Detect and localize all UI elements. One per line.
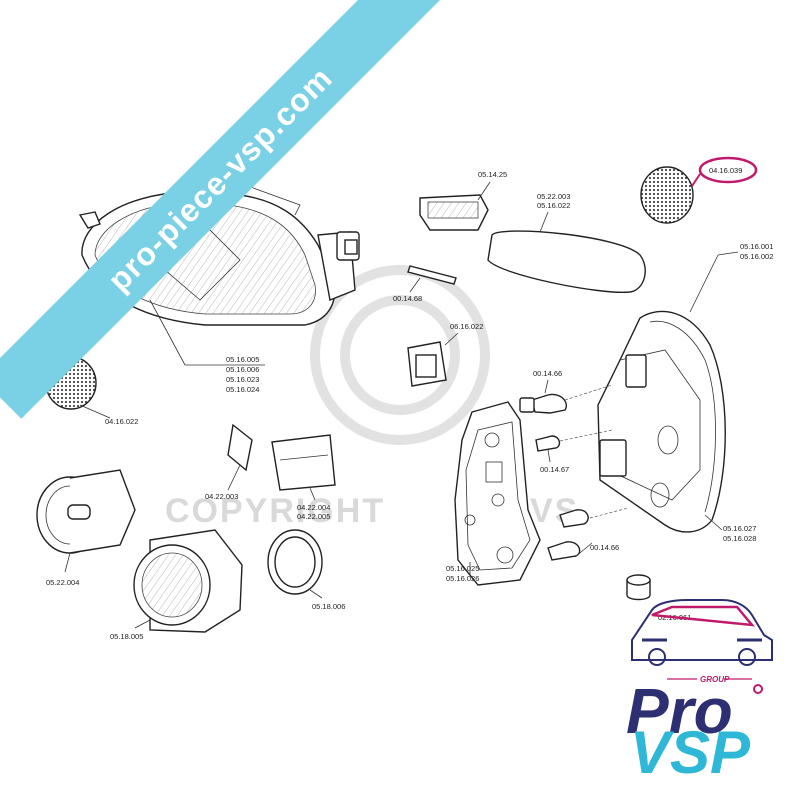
tail-lamp-lower-label-1: 05.16.027	[723, 524, 756, 533]
fog-light-large: 05.18.005	[110, 529, 243, 641]
fog-light-small: 05.22.004	[36, 469, 136, 587]
copyright-text: COPYRIGHT	[165, 492, 385, 530]
headlamp-label-2: 05.16.006	[226, 365, 259, 374]
seal-ring-label: 05.18.006	[312, 602, 345, 611]
bulb-holder: 05.16.025 05.16.026	[446, 401, 541, 586]
bulb-mid: 00.14.67	[535, 429, 613, 474]
pin: 00.14.68	[393, 265, 457, 303]
bracket-right: 04.22.004 04.22.005	[271, 434, 336, 521]
headlamp-label-1: 05.16.005	[226, 355, 259, 364]
car-icon	[631, 599, 773, 666]
logo-group-text: GROUP	[700, 675, 730, 684]
bulb-top: 00.14.66	[519, 369, 613, 414]
third-brake-lens: 05.22.003 05.16.022	[487, 192, 646, 293]
third-brake-label-1: 05.22.003	[537, 192, 570, 201]
fog-light-small-label: 05.22.004	[46, 578, 79, 587]
bulb-top-label: 00.14.66	[533, 369, 562, 378]
bulb-holder-label-1: 05.16.025	[446, 564, 479, 573]
fog-light-large-label: 05.18.005	[110, 632, 143, 641]
switch-label: 05.14.25	[478, 170, 507, 179]
bulb-holder-label-2: 05.16.026	[446, 574, 479, 583]
highlight-ring	[698, 156, 758, 184]
bracket-right-label-2: 04.22.005	[297, 512, 330, 521]
logo-vsp-text: VSP	[630, 719, 751, 780]
bulb-mid-label: 00.14.67	[540, 465, 569, 474]
bracket-left: 04.22.003	[205, 423, 253, 501]
bracket-right-label-1: 04.22.004	[297, 503, 330, 512]
headlamp-label-4: 05.16.024	[226, 385, 259, 394]
reflector-right-label: 04.16.039	[709, 166, 742, 175]
bulb-bottom: 00.14.66	[547, 507, 629, 561]
bracket-left-label: 04.22.003	[205, 492, 238, 501]
connector: 06.16.022	[407, 322, 483, 387]
headlamp-label-3: 05.16.023	[226, 375, 259, 384]
tail-lamp-label-1: 05.16.001	[740, 242, 773, 251]
tail-lamp-label-2: 05.16.002	[740, 252, 773, 261]
seal-ring: 05.18.006	[267, 529, 345, 611]
pin-label: 00.14.68	[393, 294, 422, 303]
third-brake-label-2: 05.16.022	[537, 201, 570, 210]
reflector-left-label: 04.16.022	[105, 417, 138, 426]
provsp-logo: GROUP Pro VSP	[626, 599, 773, 780]
logo-pro-text: Pro	[626, 675, 733, 747]
tail-lamp-lower-label-2: 05.16.028	[723, 534, 756, 543]
bulb-bottom-label: 00.14.66	[590, 543, 619, 552]
switch: 05.14.25	[419, 170, 507, 231]
connector-label: 06.16.022	[450, 322, 483, 331]
reflector-right: 04.16.039	[640, 156, 758, 224]
copyright-watermark: COPYRIGHT VS	[165, 265, 577, 530]
tail-lamp: 05.16.001 05.16.002 05.16.027 05.16.028	[597, 242, 773, 543]
